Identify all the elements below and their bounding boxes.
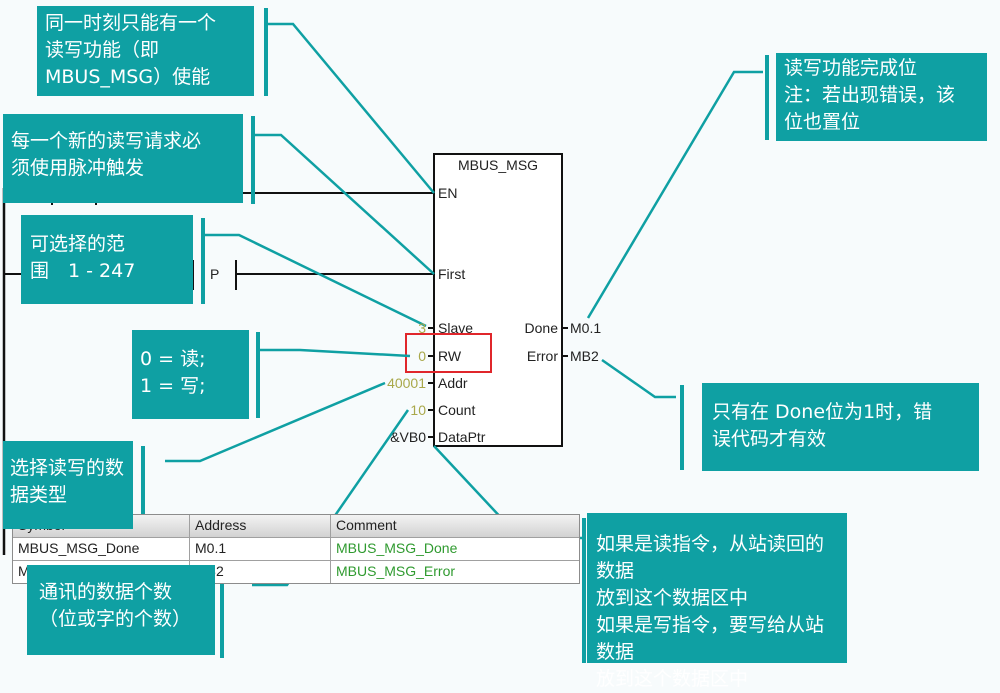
value-error: MB2 [570,348,599,364]
callout-enable: 同一时刻只能有一个 读写功能（即 MBUS_MSG）使能 [37,6,254,96]
leader-first [254,133,435,275]
cell-comment[interactable]: MBUS_MSG_Done [336,540,458,556]
table-row[interactable]: MBUS_MSG_Done M0.1 MBUS_MSG_Done [13,538,579,561]
pin-error: Error [526,348,558,364]
block-title: MBUS_MSG [457,157,539,173]
value-slave: 3 [418,320,426,336]
pin-rw: RW [438,348,462,364]
leader-done [586,70,763,319]
value-rw: 0 [418,348,426,364]
callout-slave: 可选择的范 围 1 - 247 [21,215,193,304]
cell-symbol[interactable]: MBUS_MSG_Done [13,538,190,560]
callout-error: 只有在 Done位为1时，错 误代码才有效 [702,383,979,471]
callout-rw: 0 = 读; 1 = 写; [132,330,249,419]
callout-count: 通讯的数据个数 （位或字的个数） [27,565,215,655]
leader-slave [205,233,427,328]
pin-first: First [438,266,466,282]
callout-addr: 选择读写的数 据类型 [3,441,133,529]
pin-slave: Slave [438,320,474,336]
pin-en: EN [438,185,458,201]
leader-error [601,358,676,399]
callout-done: 读写功能完成位 注：若出现错误，该 位也置位 [776,53,987,141]
value-done: M0.1 [570,320,602,336]
value-addr: 40001 [387,375,426,391]
pin-done: Done [524,320,558,336]
header-comment[interactable]: Comment [336,517,397,533]
header-address[interactable]: Address [190,515,331,537]
positive-edge-contact-label: P [210,266,220,282]
callout-first: 每一个新的读写请求必 须使用脉冲触发 [3,114,243,203]
cell-comment[interactable]: MBUS_MSG_Error [336,563,456,579]
callout-dataptr: 如果是读指令，从站读回的数据 放到这个数据区中 如果是写指令，要写给从站数据 放… [587,513,847,690]
leader-enable [266,22,435,194]
pin-addr: Addr [438,375,468,391]
pin-dataptr: DataPtr [438,429,486,445]
value-dataptr: &VB0 [390,429,426,445]
pin-count: Count [438,402,476,418]
value-count: 10 [410,402,426,418]
cell-address[interactable]: M0.1 [190,538,331,560]
